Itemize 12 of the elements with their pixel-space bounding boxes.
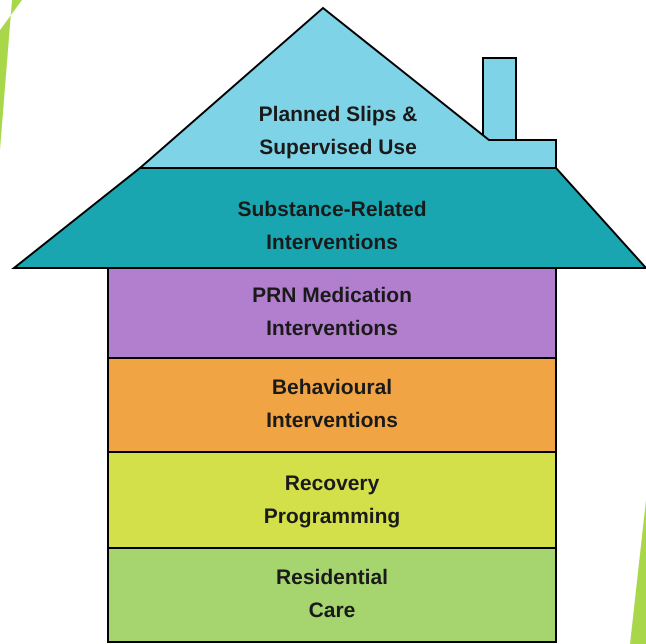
roof-band <box>14 168 646 268</box>
house-band <box>108 452 556 548</box>
band-label: PRN Medication Interventions <box>251 283 413 342</box>
band-label: Residential Care <box>274 565 390 624</box>
house-band <box>108 268 556 358</box>
band-label: Behavioural Interventions <box>265 375 399 434</box>
roof-top-band <box>140 8 556 168</box>
band-label: Substance-Related Interventions <box>236 197 428 256</box>
house-band <box>108 358 556 452</box>
band-label: Planned Slips & Supervised Use <box>258 102 418 161</box>
band-label: Recovery Programming <box>262 471 402 530</box>
house-band <box>108 548 556 642</box>
